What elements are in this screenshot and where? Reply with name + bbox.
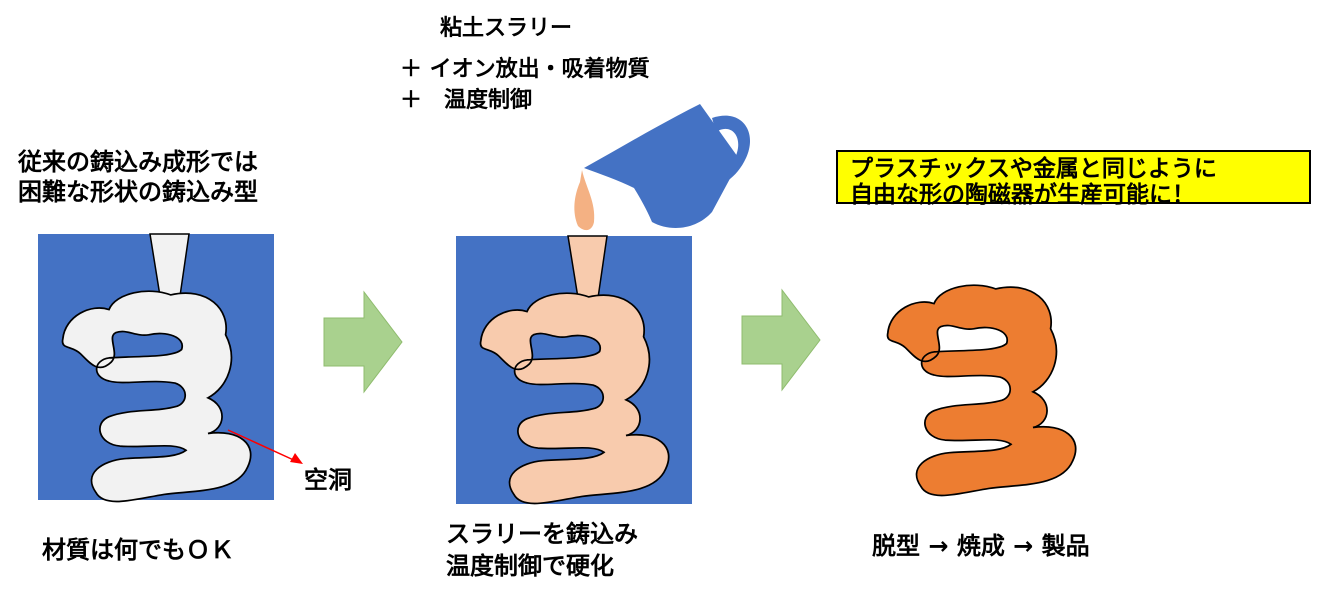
- ceramic-product-shape: [886, 284, 1077, 497]
- cavity-label: 空洞: [304, 466, 352, 494]
- cavity-pointer-head: [290, 453, 303, 464]
- pitcher-icon: [584, 104, 751, 228]
- slurry-stream: [574, 170, 595, 231]
- callout-line1: プラスチックスや金属と同じように: [850, 156, 1217, 182]
- middle-header-line1: 粘土スラリー: [440, 16, 573, 41]
- result-callout: プラスチックスや金属と同じように 自由な形の陶磁器が生産可能に！: [836, 150, 1311, 208]
- left-title-line2: 困難な形状の鋳込み型: [18, 178, 258, 206]
- left-title-line1: 従来の鋳込み成形では: [18, 148, 258, 176]
- middle-header-line3: ＋ 温度制御: [400, 88, 533, 113]
- process-arrow-2: [741, 288, 821, 392]
- right-caption: 脱型 → 焼成 → 製品: [872, 532, 1090, 560]
- middle-header-line2: ＋ イオン放出・吸着物質: [400, 57, 650, 82]
- callout-line2: 自由な形の陶磁器が生産可能に！: [850, 182, 1195, 209]
- process-arrow-1: [323, 290, 403, 394]
- middle-caption-line1: スラリーを鋳込み: [446, 520, 638, 548]
- cavity-pointer-line: [227, 429, 299, 463]
- left-caption: 材質は何でもＯＫ: [42, 536, 234, 564]
- middle-caption-line2: 温度制御で硬化: [446, 552, 614, 580]
